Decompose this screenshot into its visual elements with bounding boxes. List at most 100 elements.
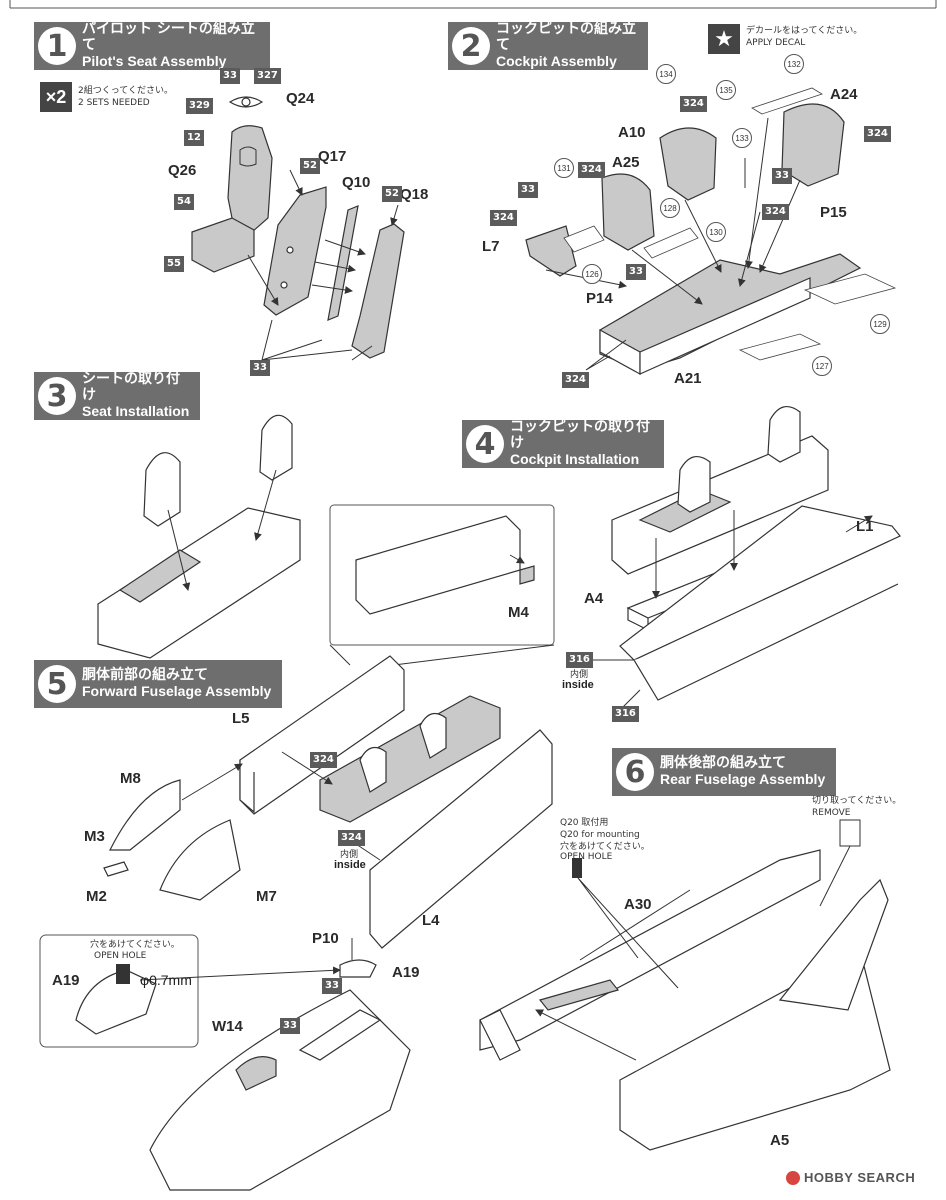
- step3-title-en: Seat Installation: [82, 402, 190, 419]
- label-l7: L7: [482, 238, 500, 255]
- label-a21: A21: [674, 370, 702, 387]
- label-q17: Q17: [318, 148, 347, 165]
- step4-banner: 4 コックピットの取り付け Cockpit Installation: [462, 420, 664, 468]
- paint-tag-324b: 324: [578, 162, 605, 178]
- step3-drawing: [97, 414, 301, 659]
- paint-tag-33d: 33: [772, 168, 792, 184]
- inside-note-en-1: inside: [562, 679, 594, 691]
- paint-tag-33g: 33: [280, 1018, 300, 1034]
- paint-tag-33b: 33: [250, 360, 270, 376]
- decal-133: 133: [732, 128, 752, 148]
- decal-134: 134: [656, 64, 676, 84]
- paint-tag-33f: 33: [322, 978, 342, 994]
- logo-text: HOBBY SEARCH: [804, 1170, 916, 1185]
- step5-drawing: [39, 504, 555, 1191]
- label-m4: M4: [508, 604, 529, 621]
- q20-hole-en: OPEN HOLE: [560, 852, 613, 862]
- step4-title-en: Cockpit Installation: [510, 450, 640, 467]
- step6-title-en: Rear Fuselage Assembly: [660, 771, 826, 787]
- label-p14: P14: [586, 290, 613, 307]
- remove-note-en: REMOVE: [812, 808, 851, 818]
- remove-note-jp: 切り取ってください。: [812, 796, 902, 806]
- step3-title-jp: シートの取り付け: [82, 371, 180, 404]
- inside-note-jp-2: 内側: [340, 850, 359, 860]
- decal-130: 130: [706, 222, 726, 242]
- label-a19: A19: [392, 964, 420, 981]
- x2-note-jp: 2組つくってください。: [78, 86, 174, 96]
- paint-tag-33e: 33: [626, 264, 646, 280]
- label-w14: W14: [212, 1018, 243, 1035]
- label-a24: A24: [830, 86, 858, 103]
- a19-hole-en: OPEN HOLE: [94, 951, 147, 961]
- star-icon: ★: [708, 24, 740, 54]
- label-p15: P15: [820, 204, 847, 221]
- label-l4: L4: [422, 912, 440, 929]
- decal-132: 132: [784, 54, 804, 74]
- step2-title-jp: コックピットの組み立て: [496, 21, 636, 54]
- step5-number: 5: [38, 665, 76, 703]
- step5-title-jp: 胴体前部の組み立て: [82, 667, 208, 684]
- decal-129: 129: [870, 314, 890, 334]
- decal-135: 135: [716, 80, 736, 100]
- label-a19-inset: A19: [52, 972, 80, 989]
- step6-drawing: [479, 819, 891, 1151]
- step2-banner: 2 コックピットの組み立て Cockpit Assembly: [448, 22, 648, 70]
- label-q26: Q26: [168, 162, 197, 179]
- step5-banner: 5 胴体前部の組み立て Forward Fuselage Assembly: [34, 660, 282, 708]
- q20-hole-jp: 穴をあけてください。: [560, 842, 650, 852]
- hobby-search-logo: HOBBY SEARCH: [786, 1170, 915, 1185]
- step3-number: 3: [38, 377, 76, 415]
- paint-tag-324d: 324: [490, 210, 517, 226]
- hole-size: φ0.7mm: [140, 972, 192, 988]
- step6-banner: 6 胴体後部の組み立て Rear Fuselage Assembly: [612, 748, 836, 796]
- decal-126: 126: [582, 264, 602, 284]
- step4-title-jp: コックピットの取り付け: [510, 419, 650, 452]
- decal-note-en: APPLY DECAL: [746, 38, 806, 48]
- paint-tag-52a: 52: [300, 158, 320, 174]
- paint-tag-316b: 316: [612, 706, 639, 722]
- label-l5: L5: [232, 710, 250, 727]
- label-a10: A10: [618, 124, 646, 141]
- paint-tag-12: 12: [184, 130, 204, 146]
- label-q24: Q24: [286, 90, 315, 107]
- step1-banner: 1 パイロット シートの組み立て Pilot's Seat Assembly: [34, 22, 270, 70]
- label-m3: M3: [84, 828, 105, 845]
- label-a5: A5: [770, 1132, 790, 1149]
- decal-127: 127: [812, 356, 832, 376]
- label-l1: L1: [856, 518, 874, 535]
- label-q10: Q10: [342, 174, 371, 191]
- step3-banner: 3 シートの取り付け Seat Installation: [34, 372, 200, 420]
- a19-hole-jp: 穴をあけてください。: [90, 940, 180, 950]
- label-q18: Q18: [400, 186, 429, 203]
- inside-note-en-2: inside: [334, 859, 366, 871]
- paint-tag-33c: 33: [518, 182, 538, 198]
- inside-note-jp-1: 内側: [570, 670, 589, 680]
- step6-title-jp: 胴体後部の組み立て: [660, 755, 786, 772]
- paint-tag-324a: 324: [680, 96, 707, 112]
- q20-note-jp: Q20 取付用: [560, 818, 609, 828]
- step4-number: 4: [466, 425, 504, 463]
- step2-drawing: [525, 87, 897, 376]
- label-m7: M7: [256, 888, 277, 905]
- step2-number: 2: [452, 27, 490, 65]
- paint-tag-324g: 324: [310, 752, 337, 768]
- paint-tag-55: 55: [164, 256, 184, 272]
- step5-title-en: Forward Fuselage Assembly: [82, 683, 272, 699]
- step6-number: 6: [616, 753, 654, 791]
- x2-badge: ×2: [40, 82, 72, 112]
- x2-note-en: 2 SETS NEEDED: [78, 98, 150, 108]
- paint-tag-316a: 316: [566, 652, 593, 668]
- step1-title-jp: パイロット シートの組み立て: [82, 21, 255, 54]
- q20-note-en: Q20 for mounting: [560, 830, 640, 840]
- label-m2: M2: [86, 888, 107, 905]
- paint-tag-327: 327: [254, 68, 281, 84]
- label-a25: A25: [612, 154, 640, 171]
- step1-number: 1: [38, 27, 76, 65]
- decal-131: 131: [554, 158, 574, 178]
- label-a30: A30: [624, 896, 652, 913]
- paint-tag-54: 54: [174, 194, 194, 210]
- step1-title-en: Pilot's Seat Assembly: [82, 52, 227, 69]
- paint-tag-33: 33: [220, 68, 240, 84]
- label-a4: A4: [584, 590, 604, 607]
